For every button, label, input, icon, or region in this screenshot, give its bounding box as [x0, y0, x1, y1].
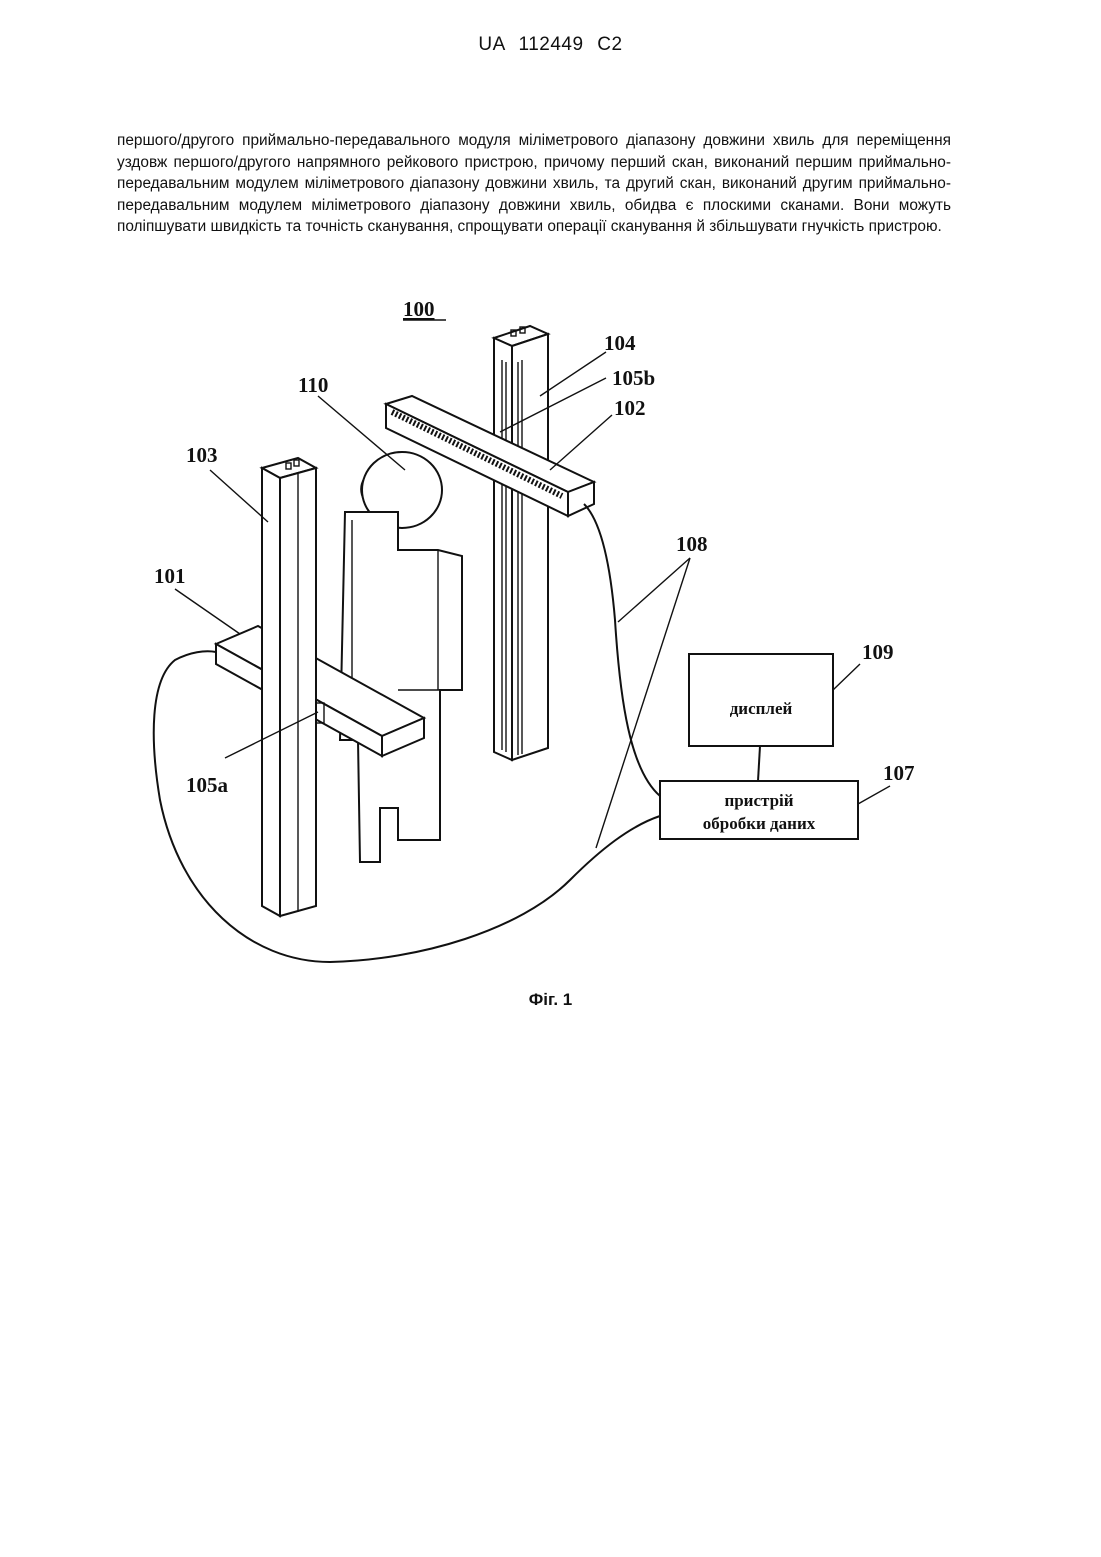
processor-box-text-line1: пристрій — [724, 791, 793, 810]
label-102: 102 — [614, 396, 646, 420]
label-107: 107 — [883, 761, 915, 785]
label-105a: 105a — [186, 773, 229, 797]
human-figure-110 — [340, 452, 462, 862]
label-108: 108 — [676, 532, 708, 556]
label-101: 101 — [154, 564, 186, 588]
label-110: 110 — [298, 373, 328, 397]
label-100: 100 — [403, 297, 435, 321]
guide-rail-104 — [494, 326, 548, 760]
label-103: 103 — [186, 443, 218, 467]
label-104: 104 — [604, 331, 636, 355]
display-box-text: дисплей — [730, 699, 793, 718]
label-109: 109 — [862, 640, 894, 664]
figure-caption: Фіг. 1 — [0, 990, 1101, 1010]
guide-rail-103 — [262, 458, 324, 916]
label-105b: 105b — [612, 366, 655, 390]
processor-box-text-line2: обробки даних — [703, 814, 816, 833]
